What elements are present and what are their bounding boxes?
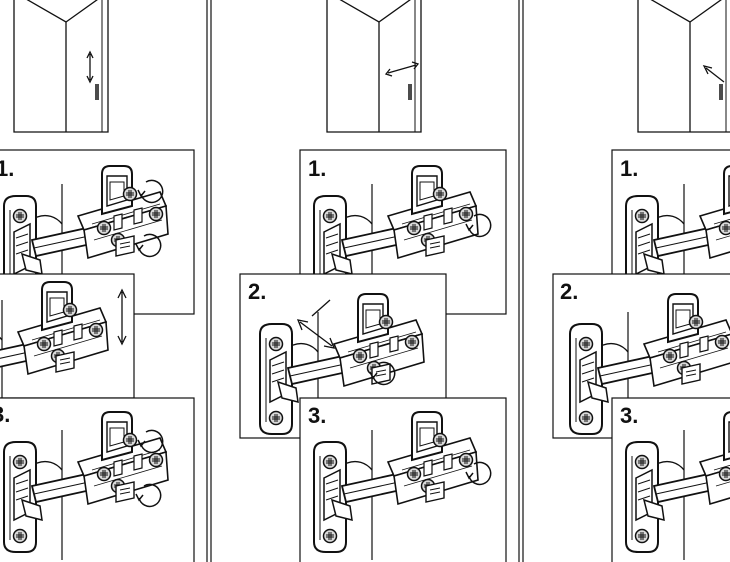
cabinet-icon <box>13 0 109 133</box>
step-label: 1. <box>620 156 638 181</box>
step-label: 2. <box>248 279 266 304</box>
adjust-arrow-icon <box>117 288 127 346</box>
step-label: 3. <box>0 402 10 427</box>
column-horizontal-adjustment: 1. 2. 3. <box>239 0 507 562</box>
column-vertical-adjustment: 1. 3. <box>0 0 195 562</box>
adjust-arrow-icon <box>296 299 336 349</box>
step-panel-3: 3. <box>611 397 730 562</box>
step-label: 1. <box>0 156 14 181</box>
column-depth-adjustment: 1. 2. 3. <box>552 0 730 562</box>
cabinet-icon <box>326 0 422 133</box>
step-label: 3. <box>620 403 638 428</box>
step-panel-3: 3. <box>0 397 195 562</box>
step-label: 3. <box>308 403 326 428</box>
cabinet-icon <box>637 0 730 133</box>
step-label: 2. <box>560 279 578 304</box>
column-separators <box>206 0 524 562</box>
step-panel-3: 3. <box>299 397 507 562</box>
step-label: 1. <box>308 156 326 181</box>
